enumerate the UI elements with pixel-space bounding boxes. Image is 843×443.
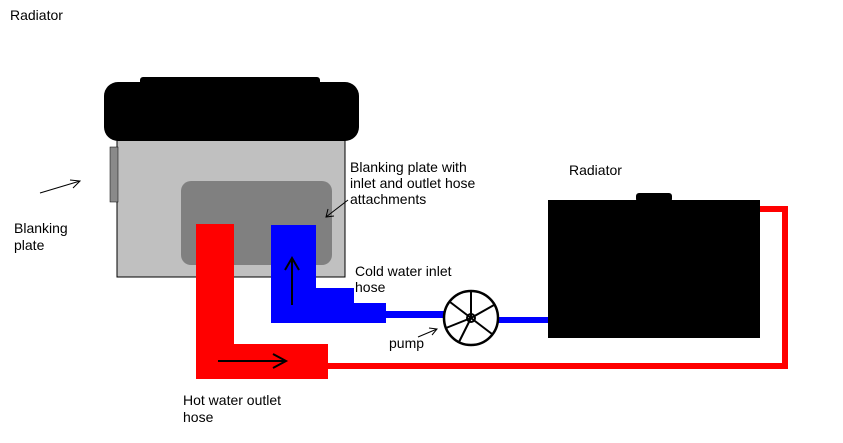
pump-pointer — [417, 327, 438, 338]
label-blanking-plate: Blanking plate — [14, 220, 72, 253]
label-blanking-plate-line2: plate — [14, 237, 45, 253]
arrow-right-icon — [218, 353, 289, 369]
cold-water-hose — [271, 225, 550, 323]
label-pump: pump — [389, 335, 424, 351]
pump-impeller-icon — [442, 289, 500, 347]
cold-line-from-radiator — [495, 317, 550, 323]
cold-hose-step — [271, 303, 386, 323]
arrow-up-icon — [284, 256, 300, 305]
label-cold-water-inlet: Cold water inlet hose — [355, 263, 455, 295]
label-radiator: Radiator — [569, 162, 622, 178]
label-attachments-line3: attachments — [350, 191, 426, 207]
label-hot-water-outlet: Hot water outlet hose — [183, 392, 285, 425]
label-cold-inlet-line2: hose — [355, 279, 386, 295]
radiator-body — [548, 200, 760, 338]
engine-top-cover — [104, 82, 359, 141]
hot-hose-vertical — [196, 224, 234, 344]
label-hot-outlet-line1: Hot water outlet — [183, 392, 281, 408]
attachments-pointer — [325, 199, 349, 218]
cold-line-to-pump — [384, 311, 446, 318]
blanking-plate-pointer — [39, 179, 82, 194]
hot-return-line — [328, 206, 788, 369]
label-blanking-plate-attachments: Blanking plate with inlet and outlet hos… — [350, 159, 479, 207]
hot-water-hose — [196, 206, 788, 379]
side-blanking-plate — [109, 146, 119, 203]
label-attachments-line2: inlet and outlet hose — [350, 175, 476, 191]
label-hot-outlet-line2: hose — [183, 409, 214, 425]
radiator-cap — [636, 193, 672, 202]
radiator — [548, 193, 760, 338]
label-attachments-line1: Blanking plate with — [350, 159, 467, 175]
title-radiator: Radiator — [10, 7, 63, 23]
label-cold-inlet-line1: Cold water inlet — [355, 263, 452, 279]
label-blanking-plate-line1: Blanking — [14, 220, 68, 236]
engine-top-cap — [140, 77, 320, 85]
